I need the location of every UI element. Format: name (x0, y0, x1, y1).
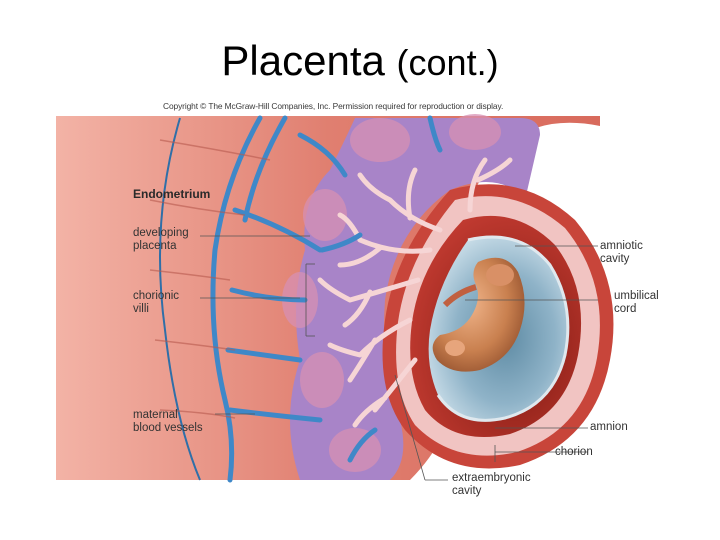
label-extraembryonic-cavity: extraembryonic cavity (452, 472, 531, 498)
label-maternal-blood-vessels-line1: maternal (133, 409, 203, 422)
label-chorionic-villi: chorionic villi (133, 290, 179, 316)
label-extraembryonic-cavity-line1: extraembryonic (452, 472, 531, 485)
label-amniotic-cavity-line2: cavity (600, 253, 643, 266)
label-chorion: chorion (555, 446, 593, 459)
label-extraembryonic-cavity-line2: cavity (452, 485, 531, 498)
label-amnion: amnion (590, 421, 628, 434)
label-amniotic-cavity-line1: amniotic (600, 240, 643, 253)
label-umbilical-cord-line2: cord (614, 303, 659, 316)
label-chorionic-villi-line1: chorionic (133, 290, 179, 303)
label-maternal-blood-vessels-line2: blood vessels (133, 422, 203, 435)
label-developing-placenta-line2: placenta (133, 240, 189, 253)
label-amniotic-cavity: amniotic cavity (600, 240, 643, 266)
label-umbilical-cord-line1: umbilical (614, 290, 659, 303)
label-maternal-blood-vessels: maternal blood vessels (133, 409, 203, 435)
label-developing-placenta: developing placenta (133, 227, 189, 253)
label-endometrium: Endometrium (133, 188, 210, 201)
label-developing-placenta-line1: developing (133, 227, 189, 240)
label-chorionic-villi-line2: villi (133, 303, 179, 316)
label-umbilical-cord: umbilical cord (614, 290, 659, 316)
